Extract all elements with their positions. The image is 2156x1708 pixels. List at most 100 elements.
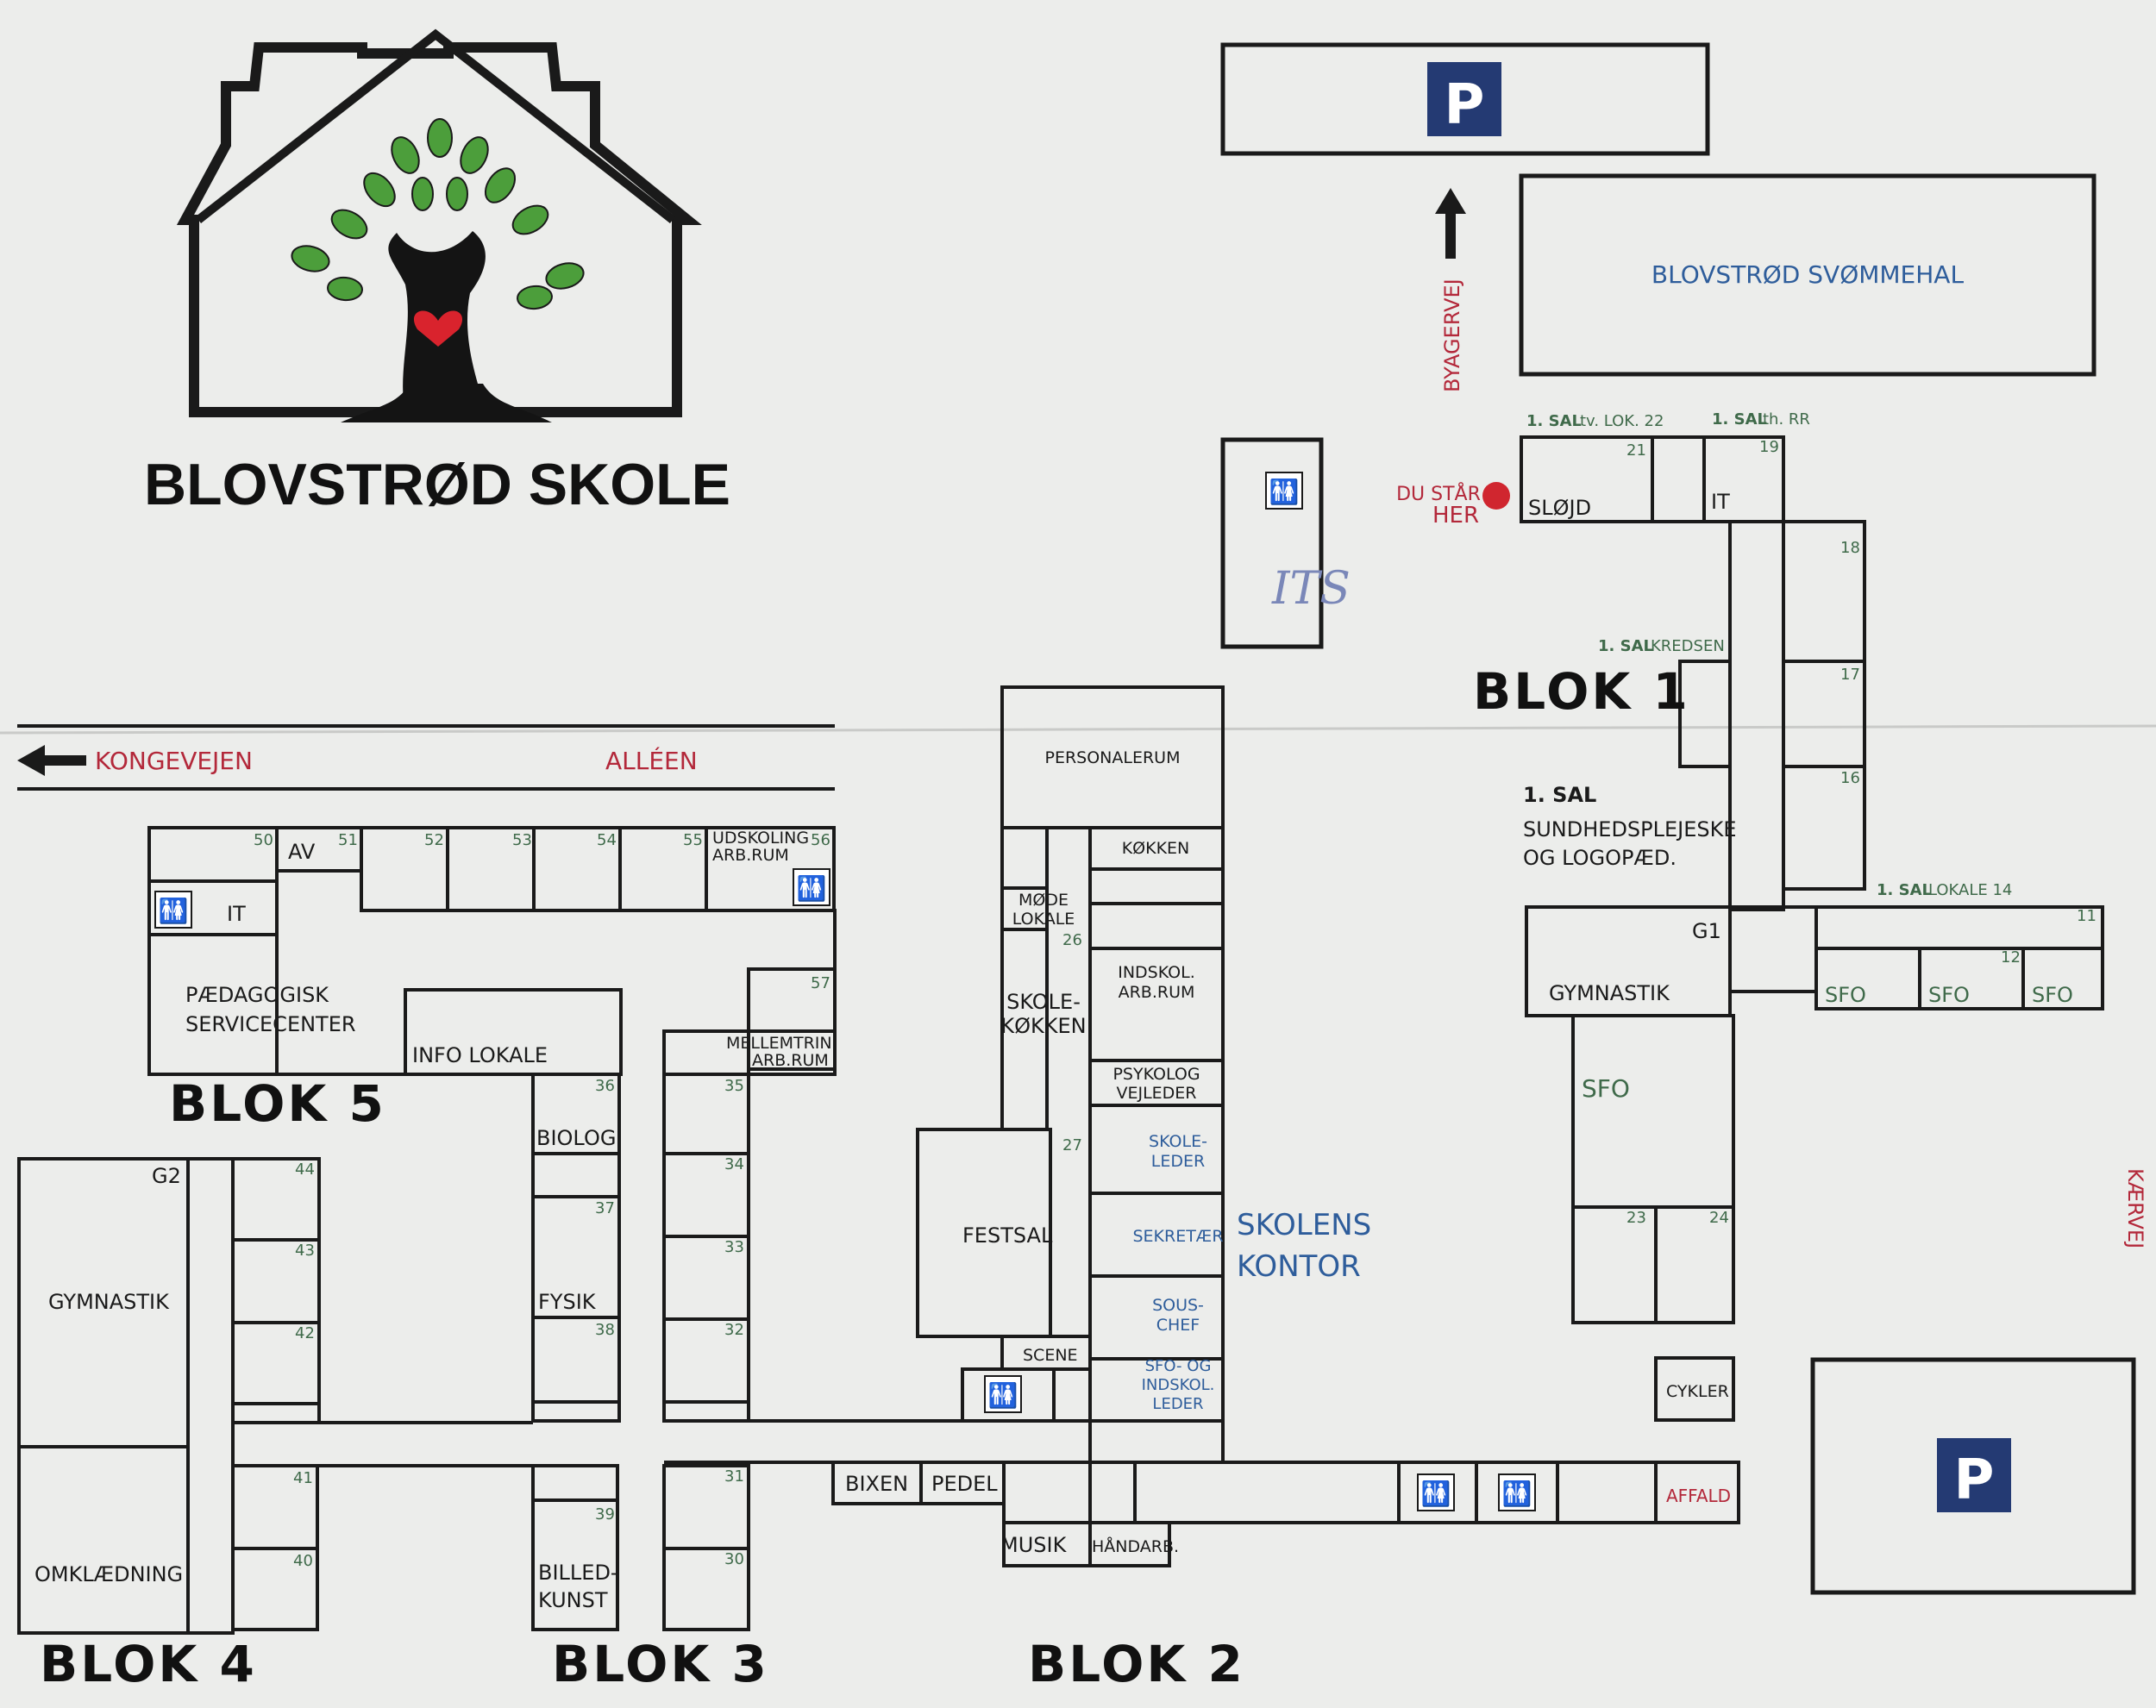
room-cykler — [1654, 1356, 1735, 1422]
you-are-here-line1: DU STÅR — [1396, 482, 1481, 505]
num-57: 57 — [811, 974, 830, 992]
label-souschef-1: SOUS- — [1152, 1296, 1204, 1315]
label-souschef-2: CHEF — [1156, 1316, 1200, 1335]
num-26: 26 — [1062, 931, 1082, 949]
label-bixen: BIXEN — [845, 1472, 908, 1496]
num-43: 43 — [295, 1242, 315, 1260]
label-sfoleder-2: INDSKOL. — [1142, 1376, 1215, 1394]
paper-fold — [0, 724, 2156, 735]
label-skoleleder-1: SKOLE- — [1149, 1132, 1207, 1151]
label-billedkunst-1: BILLED- — [538, 1561, 618, 1585]
room-billedkunst — [531, 1498, 619, 1631]
label-festsal: FESTSAL — [962, 1223, 1053, 1248]
room-sfo-main — [1571, 1014, 1735, 1209]
label-affald: AFFALD — [1666, 1486, 1731, 1506]
num-50: 50 — [254, 831, 273, 849]
parking-lot-south — [1810, 1357, 2136, 1595]
first-floor-label-b: 1. SAL — [1712, 410, 1767, 429]
first-floor-lok22: tv. LOK. 22 — [1580, 412, 1664, 430]
num-44: 44 — [295, 1161, 315, 1179]
label-indskol-2: ARB.RUM — [1119, 983, 1195, 1002]
toilet-icon: 🚻 — [154, 891, 192, 929]
label-moede-1: MØDE — [1018, 891, 1069, 910]
parking-icon — [1427, 62, 1501, 136]
num-54: 54 — [597, 831, 617, 849]
label-skolekoekken-2: KØKKEN — [1000, 1014, 1086, 1038]
num-56: 56 — [811, 831, 830, 849]
num-55: 55 — [683, 831, 703, 849]
num-40: 40 — [293, 1552, 313, 1570]
svg-text:🚻: 🚻 — [1421, 1480, 1451, 1508]
road-kaervej: KÆRVEJ — [2123, 1168, 2147, 1248]
red-dot-icon — [1482, 482, 1510, 510]
blok-1 — [1520, 435, 2104, 1422]
num-39: 39 — [595, 1505, 615, 1523]
label-gymnastik-g2: GYMNASTIK — [48, 1290, 170, 1314]
label-av: AV — [288, 840, 316, 864]
label-psykolog-2: VEJLEDER — [1116, 1084, 1196, 1103]
heart-icon — [413, 310, 463, 347]
school-name: BLOVSTRØD SKOLE — [144, 452, 730, 517]
road-alleen: ALLÉEN — [605, 746, 698, 775]
label-fysik: FYSIK — [538, 1290, 597, 1314]
num-32: 32 — [724, 1321, 744, 1339]
label-gymnastik-g1: GYMNASTIK — [1549, 981, 1670, 1005]
label-sekretaer: SEKRETÆR — [1132, 1227, 1223, 1246]
tree-icon — [291, 118, 585, 422]
blok5-label: BLOK 5 — [169, 1074, 386, 1133]
num-12: 12 — [2001, 948, 2021, 967]
num-51: 51 — [338, 831, 358, 849]
num-27: 27 — [1062, 1136, 1082, 1154]
label-sfoleder-1: SFO- OG — [1145, 1357, 1212, 1375]
num-18: 18 — [1840, 539, 1860, 557]
toilet-icon: 🚻 — [1265, 472, 1303, 510]
label-cykler: CYKLER — [1666, 1382, 1729, 1401]
toilet-icon: 🚻 — [1417, 1473, 1455, 1511]
label-sfo-1: SFO — [1825, 983, 1866, 1007]
first-floor-label-a: 1. SAL — [1526, 412, 1582, 430]
parking-label: P — [1445, 73, 1485, 137]
svg-text:🚻: 🚻 — [1269, 478, 1300, 506]
num-34: 34 — [724, 1155, 744, 1173]
num-24: 24 — [1709, 1209, 1729, 1227]
blok1-label: BLOK 1 — [1473, 662, 1690, 721]
label-indskol-1: INDSKOL. — [1118, 963, 1195, 982]
label-omklaedning: OMKLÆDNING — [34, 1562, 183, 1586]
num-21: 21 — [1626, 441, 1646, 460]
room-festsal — [916, 1128, 1052, 1338]
label-info: INFO LOKALE — [412, 1043, 548, 1067]
label-paedagogisk-2: SERVICECENTER — [185, 1012, 356, 1036]
num-53: 53 — [512, 831, 532, 849]
parking-label-south: P — [1954, 1448, 1995, 1512]
school-logo: BLOVSTRØD SKOLE — [144, 28, 730, 517]
label-billedkunst-2: KUNST — [538, 1588, 608, 1612]
first-floor-rr: th. RR — [1763, 410, 1810, 429]
svg-text:🚻: 🚻 — [797, 874, 827, 903]
blok-3 — [531, 1073, 750, 1631]
arrow-up-icon — [1435, 188, 1466, 259]
svg-text:🚻: 🚻 — [1502, 1480, 1532, 1508]
room-affald — [1654, 1461, 1740, 1524]
room-info — [404, 988, 623, 1076]
room-paedagogisk — [147, 826, 279, 1076]
label-koekken: KØKKEN — [1122, 839, 1190, 858]
blok2-label: BLOK 2 — [1028, 1635, 1245, 1693]
label-skoleleder-2: LEDER — [1151, 1152, 1205, 1171]
label-skolens-kontor-1: SKOLENS — [1237, 1208, 1371, 1242]
toilet-icon: 🚻 — [984, 1375, 1022, 1413]
svg-text:🚻: 🚻 — [988, 1381, 1018, 1410]
handwriting: ITS — [1271, 563, 1351, 615]
first-floor-label-c: 1. SAL — [1598, 637, 1653, 655]
label-psykolog-1: PSYKOLOG — [1112, 1065, 1200, 1084]
label-pedel: PEDEL — [931, 1472, 998, 1496]
first-floor-sundhed-1: SUNDHEDSPLEJESKE — [1523, 817, 1737, 841]
num-36: 36 — [595, 1077, 615, 1095]
num-38: 38 — [595, 1321, 615, 1339]
toilet-building — [1220, 437, 1324, 649]
num-16: 16 — [1840, 769, 1860, 787]
label-skolens-kontor-2: KONTOR — [1237, 1249, 1361, 1284]
first-floor-label-d: 1. SAL — [1523, 783, 1596, 807]
num-42: 42 — [295, 1324, 315, 1342]
